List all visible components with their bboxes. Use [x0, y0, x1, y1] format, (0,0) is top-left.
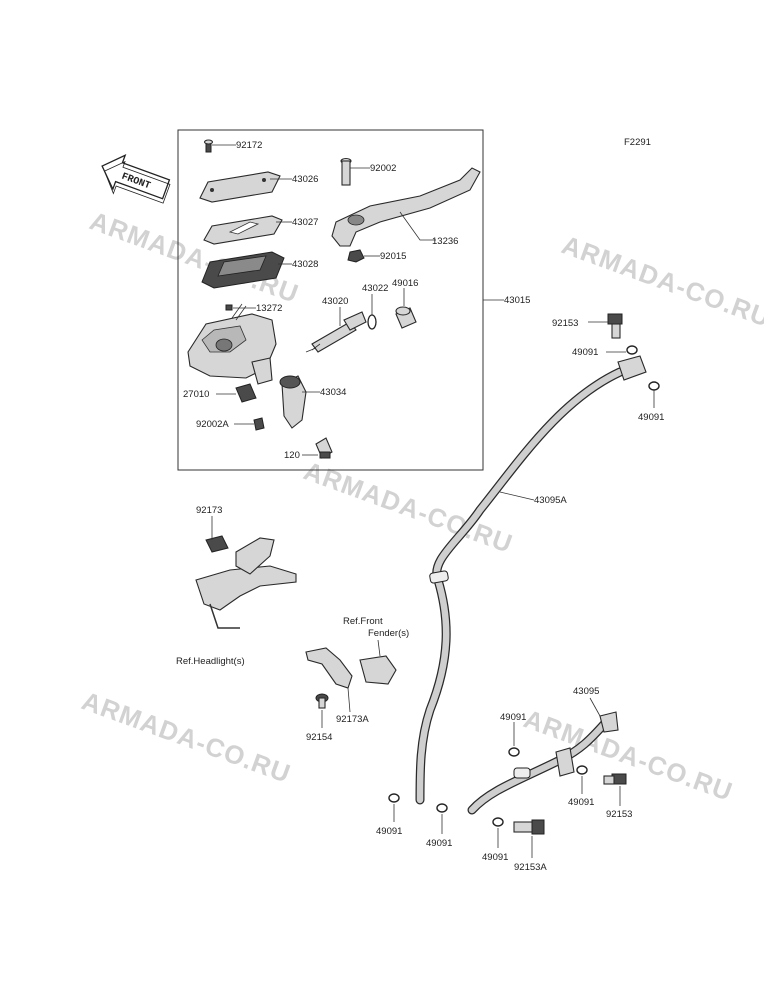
label-43095A: 43095A — [534, 495, 567, 506]
label-49091-d: 49091 — [568, 797, 594, 808]
ring-43022 — [367, 294, 377, 330]
bolt-92153A — [513, 819, 545, 858]
label-49091-f: 49091 — [426, 838, 452, 849]
diaphragm-43028 — [201, 251, 292, 289]
label-43027: 43027 — [292, 217, 318, 228]
label-49091-g: 49091 — [482, 852, 508, 863]
watermark-2: ARMADA-CO.RU — [558, 229, 764, 332]
front-arrow-icon: FRONT — [101, 154, 171, 204]
watermark-5: ARMADA-CO.RU — [520, 703, 737, 806]
label-43026: 43026 — [292, 174, 318, 185]
ref-headlight-label: Ref.Headlight(s) — [176, 656, 245, 667]
label-43095: 43095 — [573, 686, 599, 697]
label-92154: 92154 — [306, 732, 332, 743]
washer-49091-a — [606, 345, 638, 355]
label-49091-e: 49091 — [376, 826, 402, 837]
label-13236: 13236 — [432, 236, 458, 247]
label-92015: 92015 — [380, 251, 406, 262]
bolt-92002 — [340, 157, 370, 186]
bolt-120 — [302, 437, 333, 459]
bracket-headlight — [195, 516, 297, 629]
label-92153A: 92153A — [514, 862, 547, 873]
label-92172: 92172 — [236, 140, 262, 151]
label-92173: 92173 — [196, 505, 222, 516]
bracket-fender — [305, 639, 397, 713]
bolt-92153-right — [603, 773, 627, 806]
label-92153-right: 92153 — [606, 809, 632, 820]
label-43034: 43034 — [320, 387, 346, 398]
watermark-4: ARMADA-CO.RU — [78, 685, 295, 788]
label-43028: 43028 — [292, 259, 318, 270]
label-49091-c: 49091 — [500, 712, 526, 723]
figure-code: F2291 — [624, 137, 651, 148]
bush-49016 — [395, 288, 417, 329]
ref-front-label-1: Ref.Front — [343, 616, 383, 627]
washer-49091-c — [508, 722, 520, 757]
label-49091-a: 49091 — [572, 347, 598, 358]
piston-43020 — [305, 307, 367, 353]
ref-front-label-2: Fender(s) — [368, 628, 409, 639]
bolt-92153-top — [588, 313, 623, 339]
plate-43027 — [203, 215, 292, 245]
washer-49091-e — [388, 793, 400, 822]
label-43015: 43015 — [504, 295, 530, 306]
screw-92172 — [203, 139, 236, 153]
hose-43095 — [467, 697, 619, 815]
cap-43026 — [199, 171, 292, 203]
washer-49091-d — [576, 765, 588, 794]
washer-49091-g — [492, 817, 504, 848]
label-13272: 13272 — [256, 303, 282, 314]
label-92002A: 92002A — [196, 419, 229, 430]
washer-49091-b — [648, 381, 660, 408]
nut-92015 — [347, 249, 380, 263]
label-49091-b: 49091 — [638, 412, 664, 423]
hose-43095A — [415, 355, 647, 805]
label-27010: 27010 — [183, 389, 209, 400]
label-43020: 43020 — [322, 296, 348, 307]
washer-49091-f — [436, 803, 448, 834]
clamp-43034 — [279, 375, 320, 429]
switch-27010 — [216, 383, 257, 403]
watermarks: ARMADA-CO.RU ARMADA-CO.RU ARMADA-CO.RU A… — [78, 205, 764, 806]
label-92173A: 92173A — [336, 714, 369, 725]
label-43022: 43022 — [362, 283, 388, 294]
label-92153-top: 92153 — [552, 318, 578, 329]
label-49016: 49016 — [392, 278, 418, 289]
label-92002: 92002 — [370, 163, 396, 174]
lever-13236 — [331, 167, 481, 247]
screw-92002A — [234, 417, 265, 431]
master-cylinder-body — [187, 303, 277, 385]
label-120: 120 — [284, 450, 300, 461]
bolt-92154 — [315, 693, 329, 728]
